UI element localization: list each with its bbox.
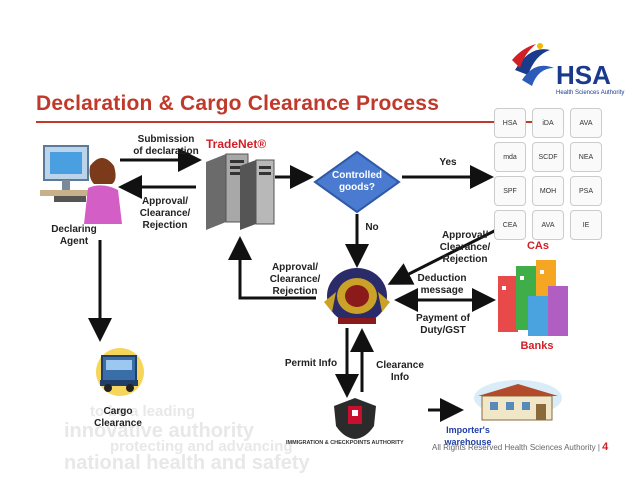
truck-icon bbox=[96, 348, 144, 396]
footer: All Rights Reserved Health Sciences Auth… bbox=[432, 441, 608, 453]
importers-warehouse-label: Importer's warehouse bbox=[444, 425, 492, 447]
hsa-logo-icon bbox=[512, 43, 554, 86]
ica-crest-icon bbox=[334, 398, 376, 439]
cas-label: CAs bbox=[526, 240, 549, 252]
ca-logo: AVA bbox=[570, 108, 602, 138]
controlled-goods-label: Controlled goods? bbox=[332, 170, 382, 193]
ca-logo: CEA bbox=[494, 210, 526, 240]
ca-logo: iDA bbox=[532, 108, 564, 138]
ca-logo: mda bbox=[494, 142, 526, 172]
no-label: No bbox=[365, 222, 379, 233]
ca-logo: PSA bbox=[570, 176, 602, 206]
customs-emblem-icon bbox=[324, 268, 390, 324]
warehouse-icon bbox=[474, 380, 562, 421]
watermark-line-1: to be a leading bbox=[90, 403, 196, 420]
banks-label: Banks bbox=[520, 340, 554, 352]
footer-text: All Rights Reserved Health Sciences Auth… bbox=[432, 443, 600, 452]
deduction-label: Deduction message bbox=[417, 273, 467, 296]
cargo-clearance-label: Cargo Clearance bbox=[94, 406, 142, 429]
approval-agent-label: Approval/ Clearance/ Rejection bbox=[139, 196, 191, 231]
ca-logo: SCDF bbox=[532, 142, 564, 172]
watermark-line-2: innovative authority bbox=[64, 420, 255, 442]
ca-logo-grid: HSA iDA AVA mda SCDF NEA SPF MOH PSA CEA… bbox=[494, 108, 604, 240]
ca-logo: IE bbox=[570, 210, 602, 240]
ca-logo: NEA bbox=[570, 142, 602, 172]
approval-customs-label: Approval/ Clearance/ Rejection bbox=[269, 262, 321, 297]
bank-buildings-icon bbox=[498, 260, 568, 336]
hsa-logo-tagline: Health Sciences Authority bbox=[556, 90, 625, 96]
ca-logo: SPF bbox=[494, 176, 526, 206]
ca-logo: HSA bbox=[494, 108, 526, 138]
ca-logo: MOH bbox=[532, 176, 564, 206]
controlled-goods-decision-icon bbox=[313, 150, 401, 214]
submission-label: Submission of declaration bbox=[133, 134, 199, 157]
permit-info-label: Permit Info bbox=[284, 358, 338, 369]
title-underline bbox=[36, 121, 536, 123]
computer-user-icon bbox=[40, 145, 122, 224]
page-number: 4 bbox=[602, 441, 609, 453]
watermark-line-3: protecting and advancing bbox=[110, 438, 293, 455]
server-icon bbox=[206, 153, 275, 230]
payment-label: Payment of Duty/GST bbox=[416, 313, 470, 336]
declaring-agent-label: Declaring Agent bbox=[51, 224, 97, 247]
yes-label: Yes bbox=[439, 157, 457, 168]
hsa-logo-text: HSA bbox=[556, 60, 611, 90]
page-title: Declaration & Cargo Clearance Process bbox=[36, 92, 440, 115]
ca-logo: AVA bbox=[532, 210, 564, 240]
tradenet-label: TradeNet® bbox=[206, 137, 267, 151]
watermark-line-4: national health and safety bbox=[64, 452, 310, 474]
approval-cas-label: Approval/ Clearance/ Rejection bbox=[439, 230, 491, 265]
clearance-info-label: Clearance Info bbox=[376, 360, 424, 383]
ica-label: IMMIGRATION & CHECKPOINTS AUTHORITY bbox=[286, 440, 404, 446]
